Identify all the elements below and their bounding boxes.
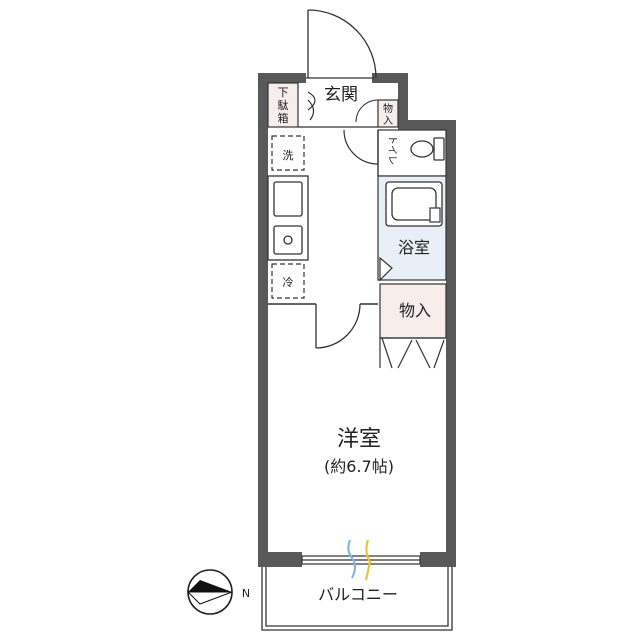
entrance-door[interactable] xyxy=(306,9,377,79)
shoe-box-label-1: 下 xyxy=(278,86,289,99)
closet-label: 物入 xyxy=(399,301,431,320)
washer-label: 洗 xyxy=(283,149,294,162)
entrance-label: 玄関 xyxy=(324,85,358,105)
bathroom-label: 浴室 xyxy=(398,238,430,257)
closet xyxy=(379,283,447,339)
closet-doors[interactable] xyxy=(379,337,446,369)
shoe-box-label-2: 駄 xyxy=(278,98,289,112)
outer-walls xyxy=(258,73,456,567)
western-room-label: 洋室 xyxy=(337,427,381,452)
air-flow-marks xyxy=(347,539,372,581)
fridge-space xyxy=(271,263,305,299)
wall-top-right xyxy=(372,73,406,83)
bathtub xyxy=(385,181,443,227)
shoe-box-label-3: 箱 xyxy=(278,111,289,125)
small-storage-label-1: 物 xyxy=(383,102,393,115)
bath-faucet xyxy=(429,207,441,223)
wall-right-step xyxy=(398,120,456,130)
wall-left xyxy=(258,73,268,567)
shoe-box xyxy=(267,82,299,128)
compass-north-label: N xyxy=(242,587,250,600)
balcony xyxy=(261,567,453,631)
bathroom-door[interactable] xyxy=(379,256,393,282)
wall-bottom-left xyxy=(258,552,302,567)
toilet-door[interactable] xyxy=(343,129,379,165)
room-door[interactable] xyxy=(315,303,361,349)
wall-bottom-right xyxy=(420,552,456,567)
toilet-fixture xyxy=(410,137,445,161)
small-storage-door[interactable] xyxy=(355,99,379,123)
kitchen-sink xyxy=(273,181,303,217)
small-storage xyxy=(377,99,399,128)
western-room-size: (約6.7帖) xyxy=(324,457,394,476)
entrance-area xyxy=(298,91,378,128)
wall-top-left xyxy=(258,73,306,83)
wall-right xyxy=(446,120,456,567)
compass-arrow-lower xyxy=(186,591,233,605)
entrance-label-1: 玄関 xyxy=(324,85,358,105)
stove-burner xyxy=(283,235,293,245)
small-storage-label-2: 入 xyxy=(383,116,393,127)
compass-arrow-icon xyxy=(188,580,232,592)
toilet-label: トイレ xyxy=(386,135,397,165)
balcony-window xyxy=(301,555,421,565)
compass: N xyxy=(186,569,250,615)
wall-right-upper xyxy=(398,73,408,125)
balcony-label: バルコニー xyxy=(318,585,398,604)
fridge-label: 冷 xyxy=(283,276,294,289)
washer-space xyxy=(271,135,305,171)
kitchen-counter xyxy=(267,175,309,261)
